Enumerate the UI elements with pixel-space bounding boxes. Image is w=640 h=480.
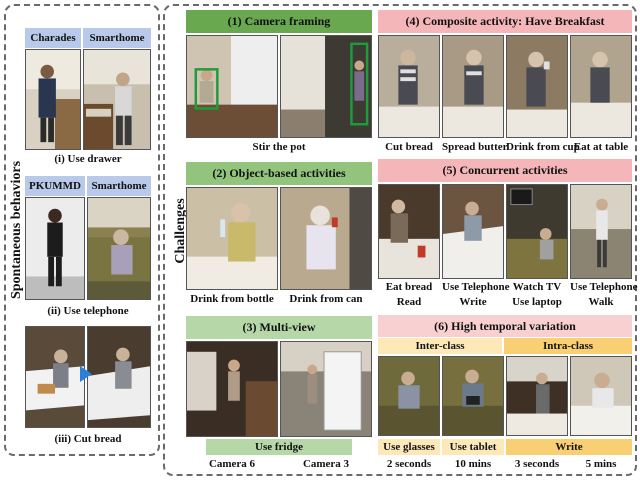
photo-concurrent-3 — [506, 184, 568, 279]
caption-concurrent-top-4: Use Telephone — [570, 281, 638, 293]
photo-temporal-2 — [442, 356, 504, 436]
caption-stir-the-pot: Stir the pot — [252, 141, 306, 153]
caption-concurrent-bottom-3: Use laptop — [512, 296, 562, 308]
caption-composite-spread-butter: Spread butter — [442, 141, 508, 153]
photo-temporal-3 — [506, 356, 568, 436]
photo-temporal-4 — [570, 356, 632, 436]
tag-write: Write — [506, 439, 632, 455]
photo-temporal-1 — [378, 356, 440, 436]
caption-concurrent-bottom-1: Read — [396, 296, 422, 308]
photo-charades-drawer — [25, 49, 81, 150]
tag-use-tablet: Use tablet — [442, 439, 504, 455]
caption-camera-3: Camera 3 — [302, 458, 350, 470]
photo-smarthome-telephone — [87, 197, 151, 300]
photo-camera-framing-b — [280, 35, 372, 138]
photo-composite-spread-butter — [442, 35, 504, 138]
caption-composite-eat-at-table: Eat at table — [573, 141, 629, 153]
challenges-panel — [163, 4, 637, 476]
photo-multi-view-camera-3 — [280, 341, 372, 437]
tag-inter-class: Inter-class — [378, 338, 502, 354]
duration-10-mins: 10 mins — [454, 458, 492, 470]
photo-concurrent-4 — [570, 184, 632, 279]
caption-drink-from-can: Drink from can — [289, 293, 363, 305]
duration-3-seconds: 3 seconds — [514, 458, 560, 470]
caption-composite-cut-bread: Cut bread — [385, 141, 433, 153]
caption-concurrent-bottom-4: Walk — [588, 296, 614, 308]
dataset-tag-smarthome: Smarthome — [83, 28, 151, 48]
spontaneous-panel — [4, 4, 160, 456]
caption-cut-bread: (iii) Cut bread — [54, 433, 122, 445]
header-multi-view: (3) Multi-view — [186, 316, 372, 339]
caption-concurrent-top-3: Watch TV — [512, 281, 562, 293]
photo-composite-drink-from-cup — [506, 35, 568, 138]
header-composite-activity: (4) Composite activity: Have Breakfast — [378, 10, 632, 33]
photo-drink-from-bottle — [186, 187, 278, 290]
photo-composite-eat-at-table — [570, 35, 632, 138]
photo-pkummd-telephone — [25, 197, 85, 300]
caption-use-drawer: (i) Use drawer — [54, 153, 122, 165]
action-tag-use-fridge: Use fridge — [206, 439, 352, 455]
tag-intra-class: Intra-class — [504, 338, 632, 354]
dataset-tag-charades: Charades — [25, 28, 81, 48]
header-temporal-variation: (6) High temporal variation — [378, 315, 632, 337]
duration-5-mins: 5 mins — [585, 458, 617, 470]
header-object-based: (2) Object-based activities — [186, 162, 372, 185]
photo-cut-bread-view-b — [87, 326, 151, 428]
photo-concurrent-2 — [442, 184, 504, 279]
caption-drink-from-bottle: Drink from bottle — [190, 293, 274, 305]
photo-drink-from-can — [280, 187, 372, 290]
photo-concurrent-1 — [378, 184, 440, 279]
header-camera-framing: (1) Camera framing — [186, 10, 372, 33]
photo-multi-view-camera-6 — [186, 341, 278, 437]
header-concurrent-activities: (5) Concurrent activities — [378, 159, 632, 182]
photo-camera-framing-a — [186, 35, 278, 138]
caption-composite-drink-from-cup: Drink from cup — [506, 141, 580, 153]
caption-concurrent-bottom-2: Write — [459, 296, 487, 308]
photo-cut-bread-view-a — [25, 326, 85, 428]
tag-use-glasses: Use glasses — [378, 439, 440, 455]
duration-2-seconds: 2 seconds — [386, 458, 432, 470]
arrow-icon — [80, 366, 92, 382]
dataset-tag-pkummd: PKUMMD — [25, 176, 85, 196]
caption-use-telephone: (ii) Use telephone — [47, 305, 129, 317]
dataset-tag-smarthome-2: Smarthome — [87, 176, 151, 196]
caption-concurrent-top-1: Eat bread — [385, 281, 433, 293]
spontaneous-title: Spontaneous behaviors — [9, 160, 24, 300]
caption-concurrent-top-2: Use Telephone — [442, 281, 510, 293]
photo-composite-cut-bread — [378, 35, 440, 138]
photo-smarthome-drawer — [83, 49, 151, 150]
caption-camera-6: Camera 6 — [208, 458, 256, 470]
